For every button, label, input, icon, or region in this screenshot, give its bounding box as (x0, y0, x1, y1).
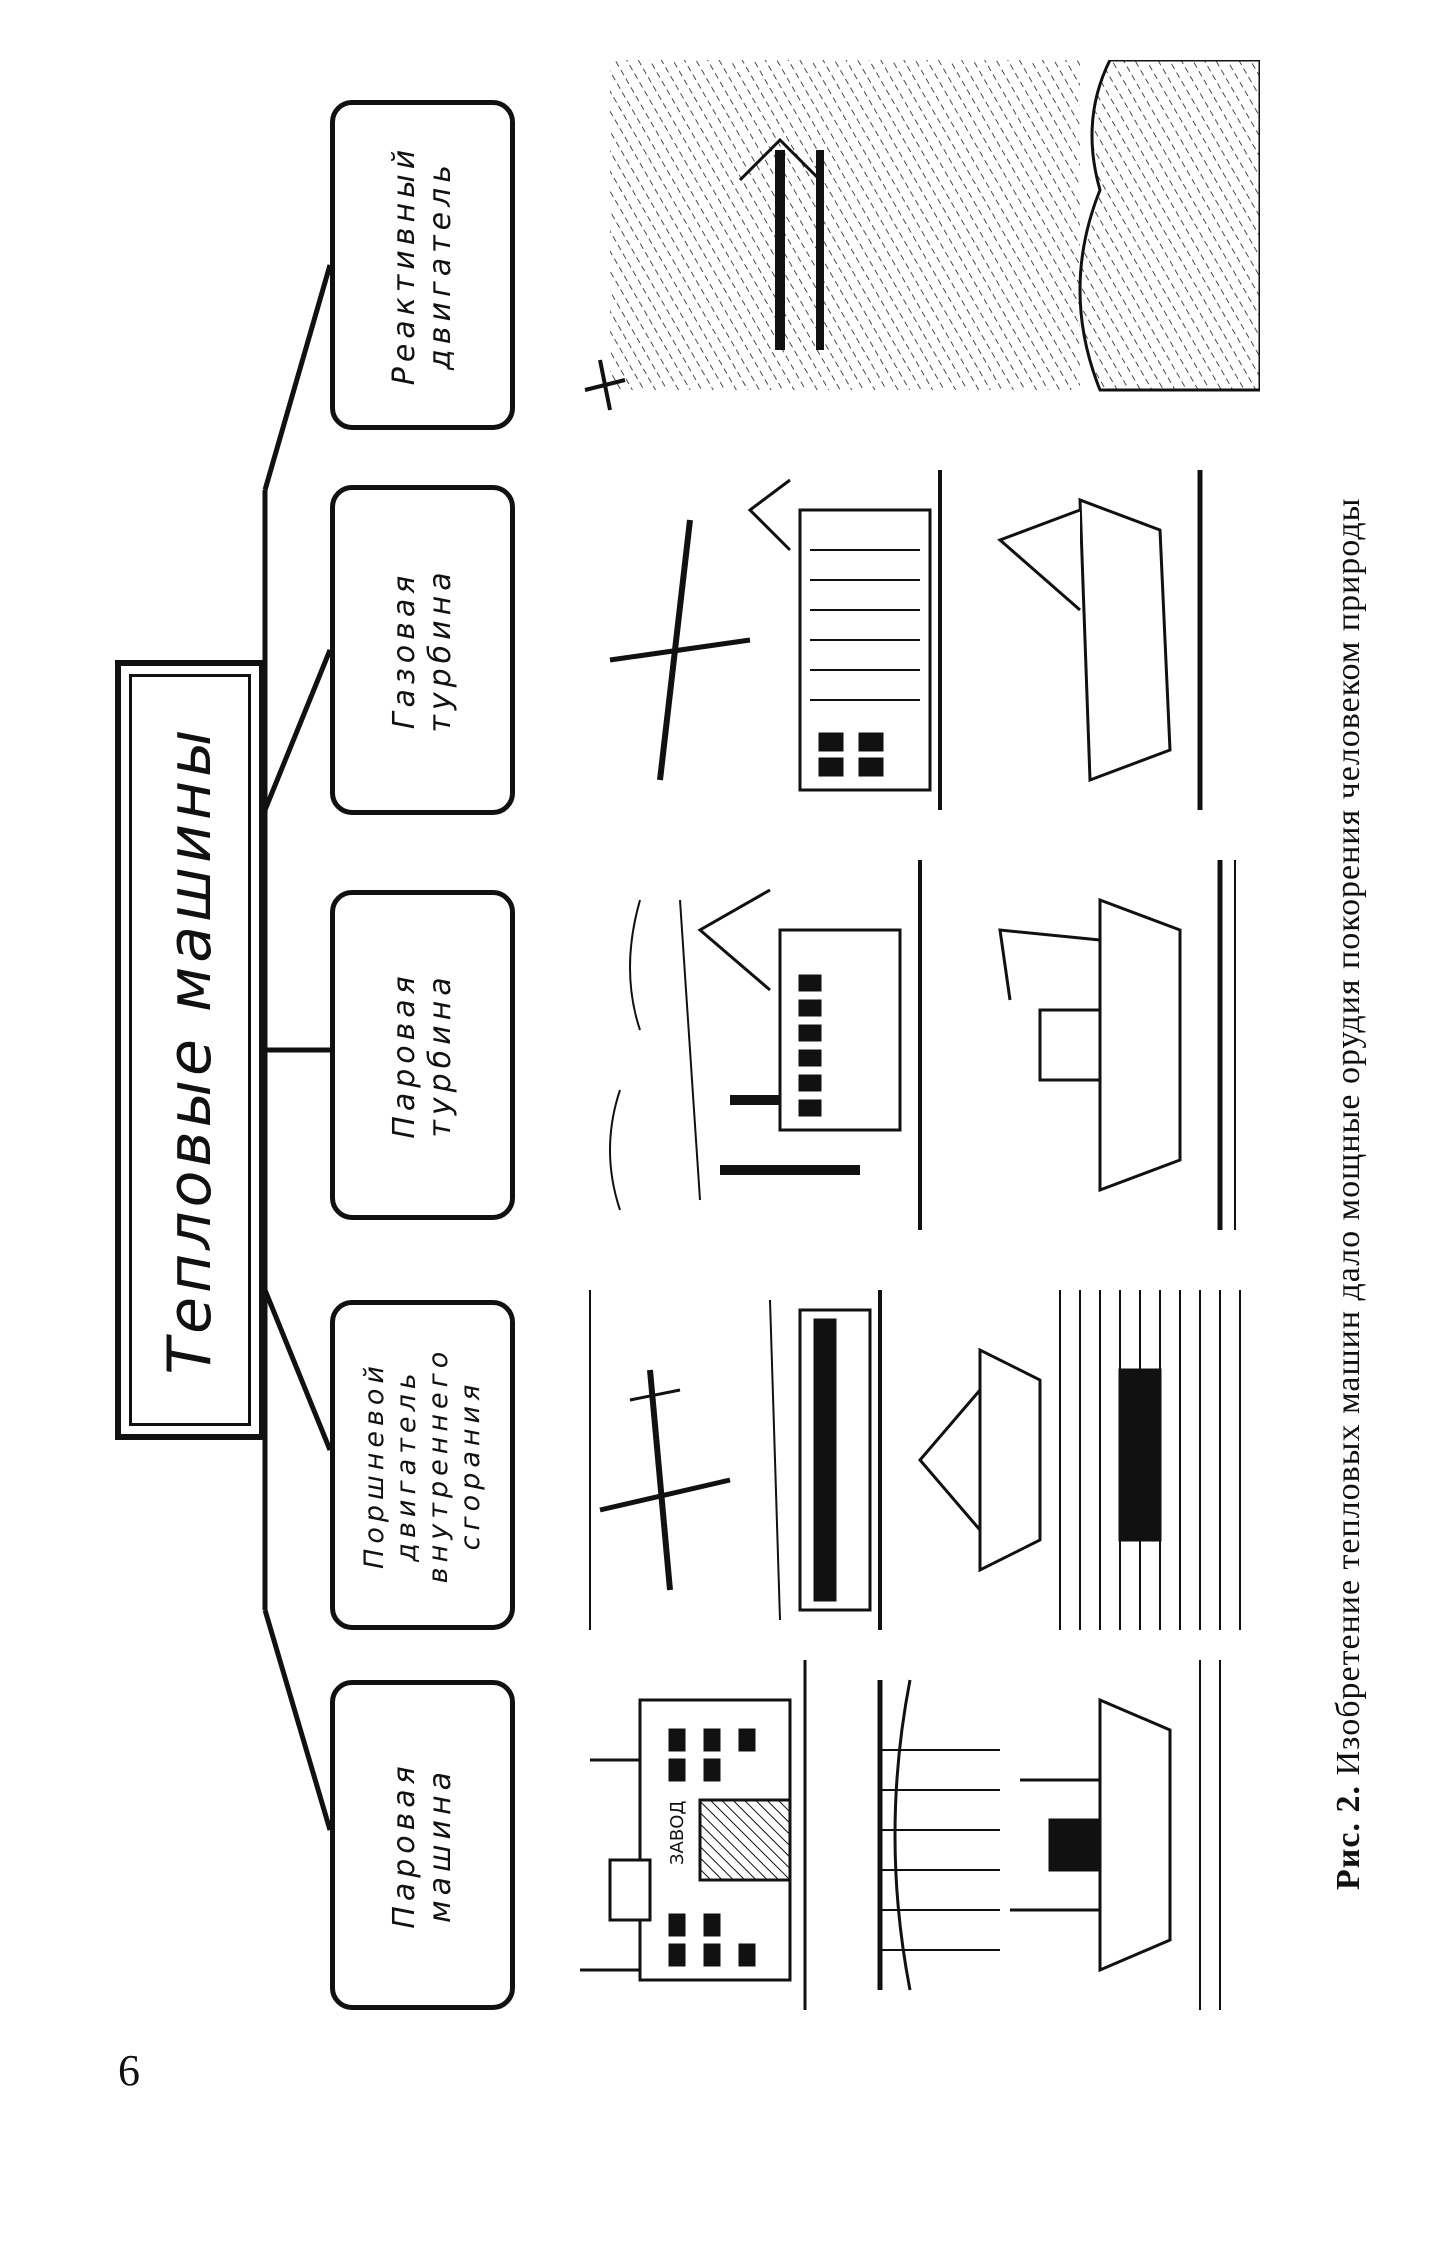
illustration-internal-combustion (589, 1290, 1241, 1630)
node-label: Газовая турбина (386, 567, 458, 733)
node-gas-turbine: Газовая турбина (330, 485, 515, 815)
connector-branch-4 (262, 649, 333, 811)
node-label: Паровая турбина (386, 971, 458, 1139)
node-label: Поршневой двигатель внутреннего сгорания (358, 1346, 486, 1584)
factory-sign: ЗАВОД (667, 1801, 688, 1865)
diagram-title: Тепловые машины (155, 725, 225, 1375)
node-steam-engine: Паровая машина (330, 1680, 515, 2010)
connector-branch-2 (262, 1289, 333, 1451)
illustration-steam-engine: ЗАВОД (580, 1660, 1221, 2010)
caption-label: Рис. 2. (1330, 1785, 1367, 1890)
caption-text: Изобретение тепловых машин дало мощные о… (1330, 497, 1367, 1776)
node-jet-engine: Реактивный двигатель (330, 100, 515, 430)
node-label: Реактивный двигатель (386, 144, 458, 386)
node-label: Паровая машина (386, 1761, 458, 1929)
figure-caption: Рис. 2. Изобретение тепловых машин дало … (1330, 90, 1368, 1890)
connector-branch-1 (262, 1609, 333, 1831)
node-internal-combustion-engine: Поршневой двигатель внутреннего сгорания (330, 1300, 515, 1630)
illustration-jet-engine (584, 60, 1260, 411)
page-number: 6 (118, 2046, 140, 2095)
illustration-steam-turbine (609, 860, 1236, 1230)
diagram-title-box: Тепловые машины (115, 660, 265, 1440)
illustration-gas-turbine (609, 470, 1203, 810)
connector-branch-5 (262, 264, 333, 491)
node-steam-turbine: Паровая турбина (330, 890, 515, 1220)
